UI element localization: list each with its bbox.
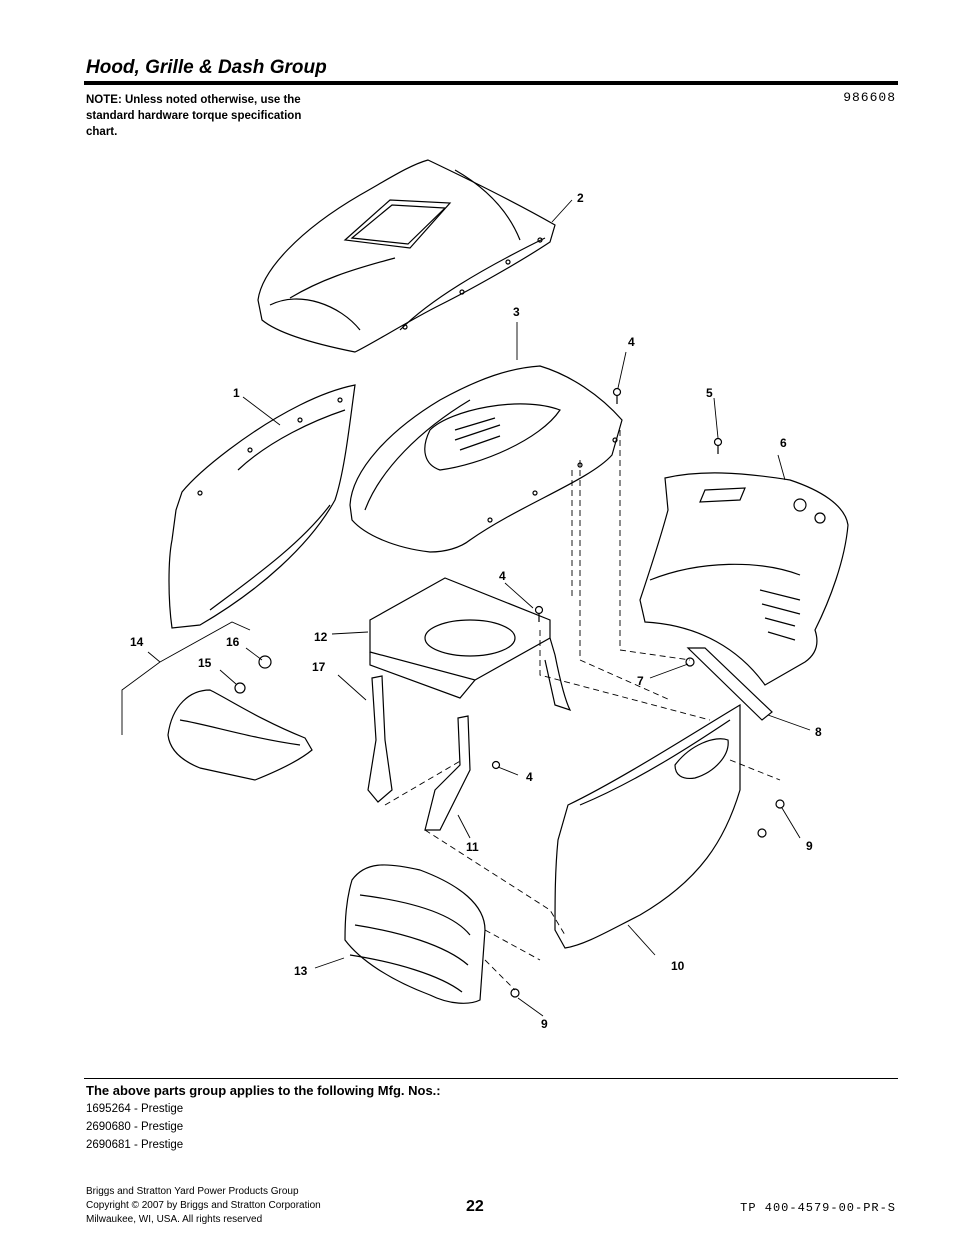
callout-17: 17: [312, 660, 326, 674]
dash-part: [639, 472, 849, 686]
side-grille-part: [554, 703, 741, 949]
callout-6: 6: [780, 436, 787, 450]
assembly-lines: [384, 430, 781, 991]
drawing-number: 986608: [843, 90, 896, 105]
hood-inner-panel-part: [349, 365, 623, 553]
footer-company: Briggs and Stratton Yard Power Products …: [86, 1186, 299, 1197]
title-rule: [84, 81, 898, 85]
callout-8: 8: [815, 725, 822, 739]
callout-1: 1: [233, 386, 240, 400]
mfg-item: 1695264 - Prestige: [86, 1103, 184, 1115]
hardware-parts: [234, 387, 785, 998]
support-bracket-part: [686, 647, 773, 721]
side-panel-part: [168, 384, 356, 629]
mfg-list: 1695264 - Prestige 2690680 - Prestige 26…: [86, 1100, 183, 1154]
callout-13: 13: [294, 964, 308, 978]
footer-copyright: Copyright © 2007 by Briggs and Stratton …: [86, 1200, 321, 1211]
page-number: 22: [466, 1198, 484, 1215]
hood-part: [257, 159, 556, 353]
callout-4-top: 4: [628, 335, 635, 349]
mfg-item: 2690680 - Prestige: [86, 1121, 184, 1133]
applies-heading: The above parts group applies to the fol…: [86, 1083, 441, 1098]
torque-note: NOTE: Unless noted otherwise, use the st…: [86, 94, 302, 138]
support-tray-part: [369, 577, 572, 712]
bracket-left-part: [367, 675, 393, 803]
callout-2: 2: [577, 191, 584, 205]
leader-lines: [121, 199, 811, 1017]
front-grille-part: [344, 864, 486, 1004]
callout-5: 5: [706, 386, 713, 400]
footer-address: Milwaukee, WI, USA. All rights reserved: [86, 1214, 263, 1225]
callout-16: 16: [226, 635, 240, 649]
callout-4-bottom: 4: [526, 770, 533, 784]
document-code: TP 400-4579-00-PR-S: [740, 1201, 896, 1215]
page-title: Hood, Grille & Dash Group: [86, 57, 327, 78]
bracket-right-part: [424, 715, 471, 831]
exploded-parts-diagram: 2 3 4 5 6 1 4 12 14 16 15 17 7 8 4 11 9 …: [121, 159, 849, 1031]
callout-11: 11: [466, 840, 479, 854]
callout-14: 14: [130, 635, 144, 649]
callout-4-middle: 4: [499, 569, 506, 583]
callout-9-right: 9: [806, 839, 813, 853]
callout-7: 7: [637, 674, 644, 688]
callout-3: 3: [513, 305, 520, 319]
callout-12: 12: [314, 630, 328, 644]
mfg-item: 2690681 - Prestige: [86, 1139, 184, 1151]
callout-9-bottom: 9: [541, 1017, 548, 1031]
callout-15: 15: [198, 656, 212, 670]
footer-company-info: Briggs and Stratton Yard Power Products …: [86, 1185, 321, 1227]
bumper-part: [167, 689, 313, 781]
applies-rule: [84, 1078, 898, 1079]
callout-10: 10: [671, 959, 685, 973]
